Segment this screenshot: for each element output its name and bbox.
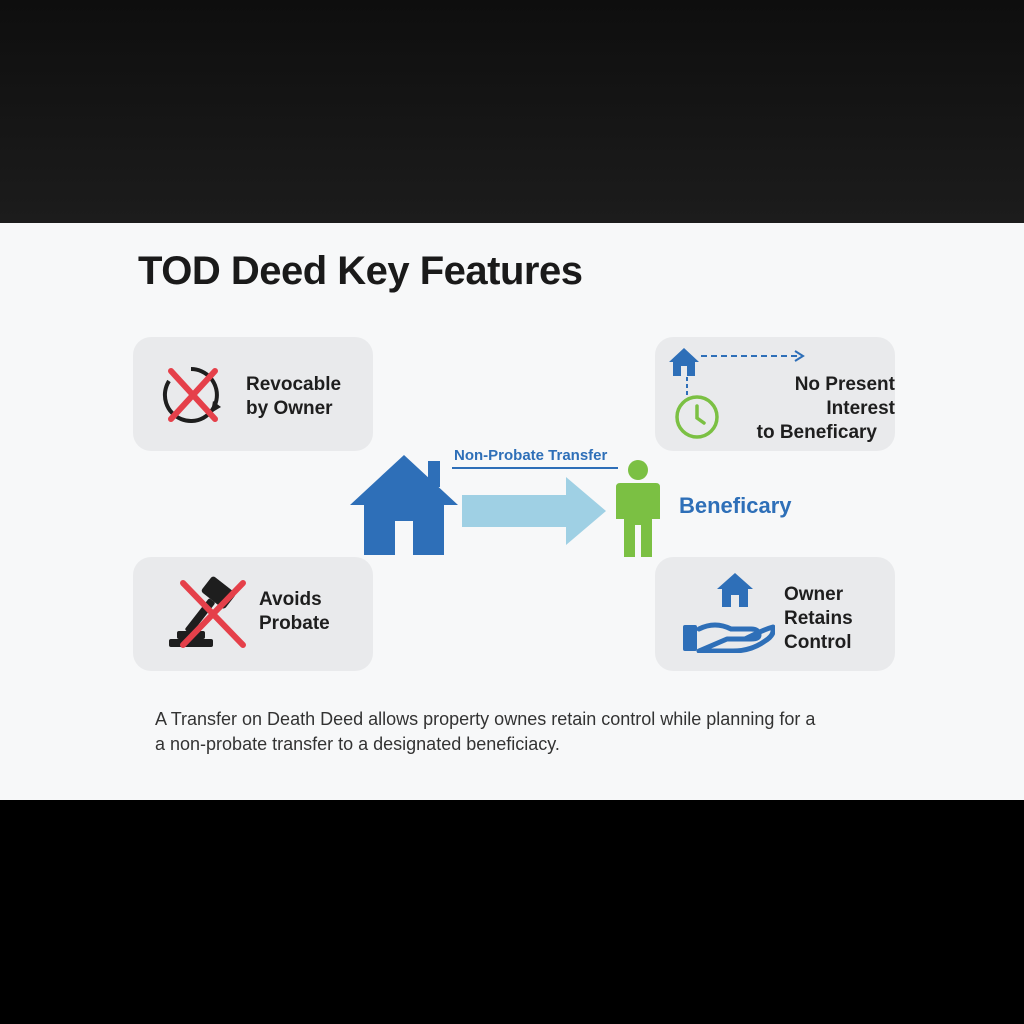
transfer-label: Non-Probate Transfer (454, 447, 608, 464)
beneficiary-person-icon (616, 460, 660, 557)
transfer-arrow-icon (462, 477, 606, 545)
feature-card-owner-retains-control: Owner Retains Control (655, 557, 895, 671)
clock-icon (675, 395, 719, 439)
feature-label: Owner Retains Control (784, 584, 853, 653)
top-letterbox (0, 0, 1024, 223)
bottom-letterbox (0, 800, 1024, 1024)
caption: A Transfer on Death Deed allows property… (155, 709, 816, 754)
feature-card-no-present-interest: No Present Interest to Beneficary (655, 337, 895, 451)
transfer-underline (452, 467, 618, 469)
slide-title: TOD Deed Key Features (138, 249, 583, 293)
feature-card-revocable: Revocable by Owner (133, 337, 373, 451)
property-house-icon (350, 455, 458, 555)
house-icon (717, 573, 753, 607)
dashed-arrow-icon (701, 350, 805, 362)
feature-card-avoids-probate: Avoids Probate (133, 557, 373, 671)
revoke-cycle-icon (162, 367, 221, 423)
house-icon (669, 348, 699, 376)
beneficiary-label: Beneficary (679, 493, 792, 518)
gavel-icon (169, 576, 246, 648)
feature-label: No Present Interest to Beneficary (756, 374, 895, 443)
feature-label: Avoids Probate (259, 589, 330, 634)
dashed-connector-icon (686, 377, 688, 397)
hand-icon (683, 622, 775, 653)
feature-label: Revocable by Owner (246, 374, 342, 419)
slide: TOD Deed Key Features Revocable by Owner (0, 223, 1024, 800)
